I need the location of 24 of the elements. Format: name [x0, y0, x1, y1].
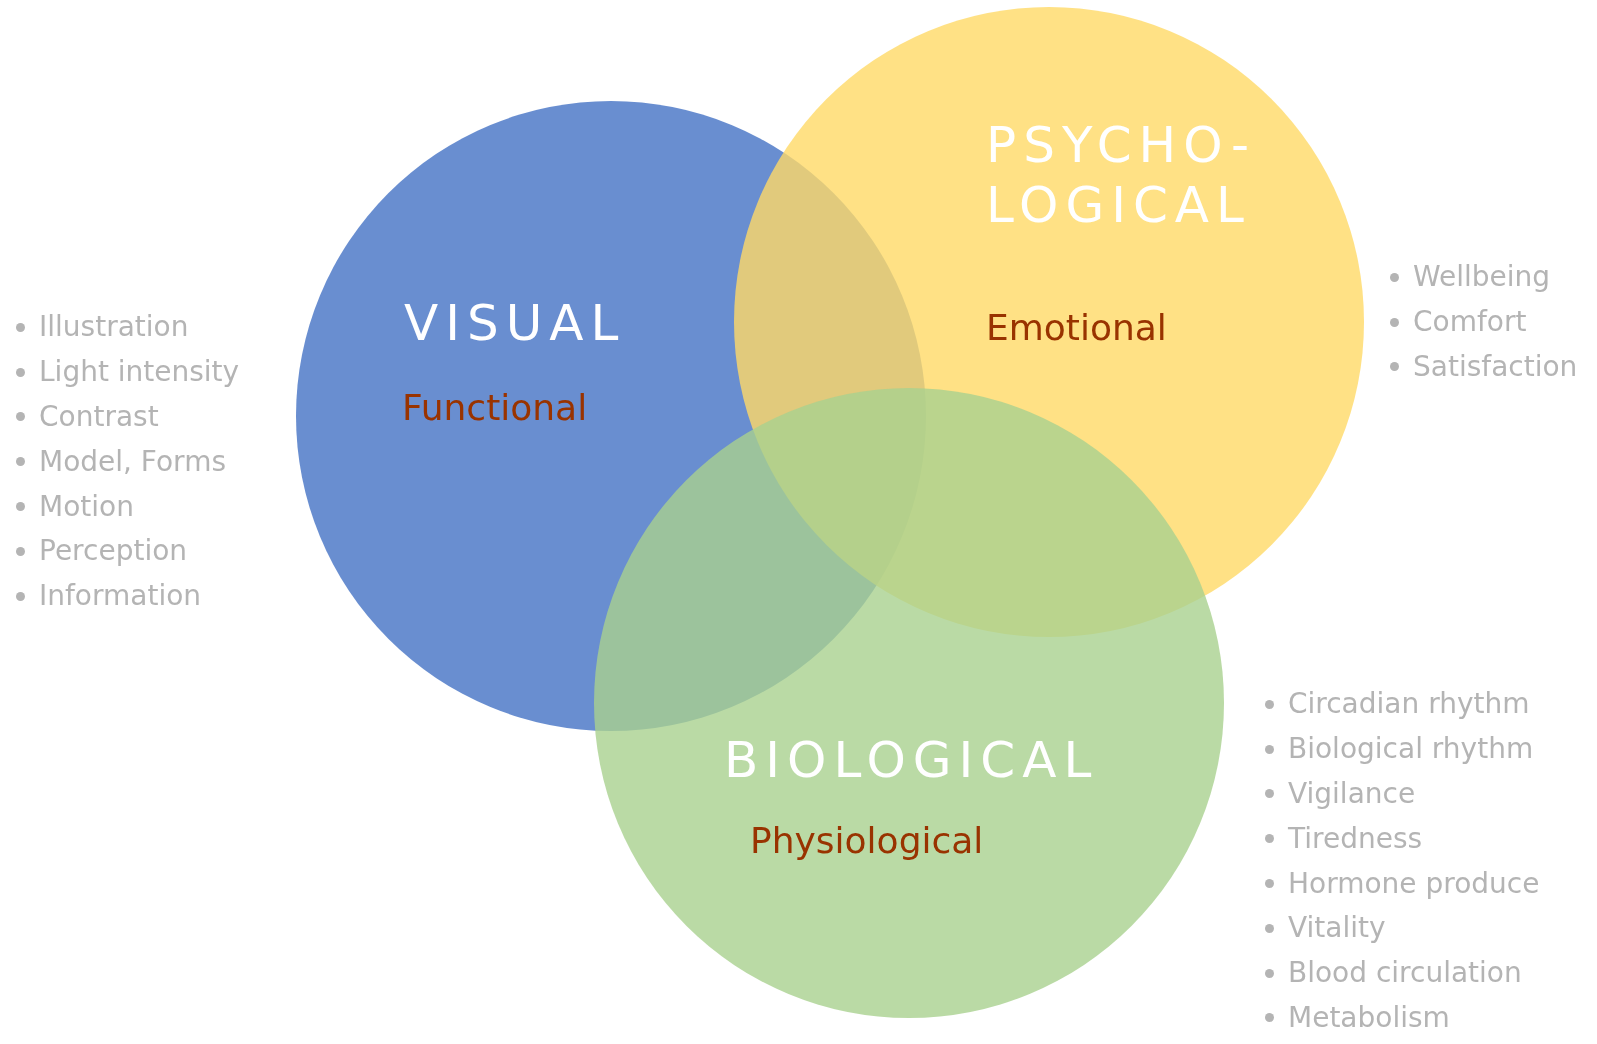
bullet-item: Satisfaction — [1413, 350, 1578, 384]
bullet-item: Blood circulation — [1288, 956, 1522, 991]
bullet-item: Information — [39, 579, 202, 614]
bullet-item: Motion — [39, 489, 134, 524]
bullet-item: Light intensity — [39, 355, 240, 390]
bullet-item: Metabolism — [1288, 1000, 1450, 1035]
circle-subtitle: Emotional — [986, 307, 1167, 348]
bullet-item: Circadian rhythm — [1288, 687, 1530, 722]
bullet-item: Biological rhythm — [1288, 732, 1534, 767]
bullet-item: Hormone produce — [1288, 866, 1540, 901]
bullet-item: Vigilance — [1288, 777, 1416, 811]
bullet-item: Comfort — [1413, 305, 1527, 340]
circle-subtitle: Physiological — [750, 820, 984, 861]
circle-heading: BIOLOGICAL — [724, 730, 1100, 790]
bullet-item: Model, Forms — [39, 444, 226, 479]
bullet-item: Contrast — [39, 400, 159, 434]
bullet-item: Perception — [39, 534, 188, 569]
circle-heading: VISUAL — [404, 293, 627, 353]
bullet-item: Illustration — [39, 310, 189, 345]
circle-subtitle: Functional — [402, 387, 588, 428]
circle-heading: PSYCHO- LOGICAL — [986, 115, 1257, 235]
bullet-item: Vitality — [1288, 911, 1386, 946]
bullet-item: Tiredness — [1288, 821, 1423, 856]
bullet-item: Wellbeing — [1413, 260, 1551, 295]
